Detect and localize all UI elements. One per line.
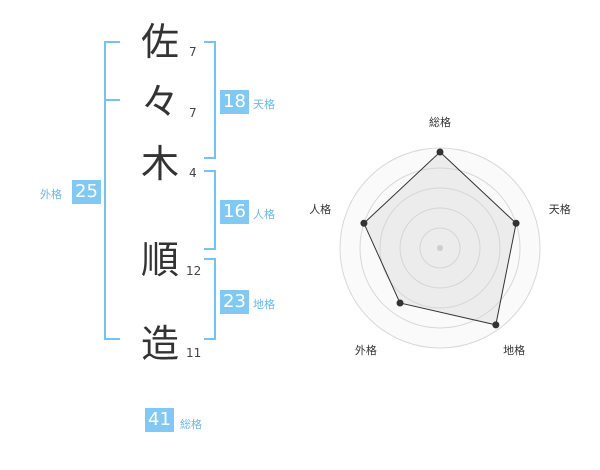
chikaku-label: 地格	[253, 298, 275, 311]
name-char-5: 造	[140, 322, 179, 366]
name-char-4: 順	[140, 238, 179, 282]
name-char-2: 々	[140, 80, 179, 124]
radar-series-polygon	[363, 151, 517, 326]
stroke-count-1: 7	[189, 45, 197, 59]
stroke-count-3: 4	[189, 166, 197, 180]
chikaku-value: 23	[220, 290, 249, 314]
soukaku-value: 41	[145, 408, 174, 432]
jinkaku-label: 人格	[253, 208, 275, 221]
radar-point-2	[512, 219, 520, 227]
radar-point-5	[360, 219, 368, 227]
radar-axis-label-1: 総格	[429, 115, 451, 129]
radar-point-4	[396, 299, 404, 307]
stroke-count-5: 11	[186, 346, 202, 360]
radar-axis-label-2: 天格	[549, 202, 571, 216]
radar-grid-ring-2	[379, 187, 501, 309]
radar-point-1	[436, 148, 444, 156]
radar-axis-label-3: 地格	[503, 343, 525, 357]
name-char-3: 木	[140, 142, 179, 186]
radar-grid	[339, 147, 541, 349]
stroke-count-2: 7	[189, 106, 197, 120]
gaikaku-bracket-tick-1	[104, 99, 120, 101]
radar-center	[437, 245, 443, 251]
chikaku-bracket	[204, 258, 216, 340]
radar-grid-ring-1	[359, 167, 521, 329]
jinkaku-value: 16	[220, 200, 249, 224]
soukaku-label: 総格	[180, 418, 202, 431]
radar-data	[360, 148, 520, 329]
radar-axis-label-5: 人格	[309, 202, 331, 216]
radar-axis-label-4: 外格	[355, 343, 377, 357]
name-char-1: 佐	[140, 20, 179, 64]
radar-grid-ring-3	[399, 207, 481, 289]
tenkaku-label: 天格	[253, 98, 275, 111]
tenkaku-value: 18	[220, 90, 249, 114]
gaikaku-label: 外格	[40, 188, 62, 201]
radar-point-3	[492, 321, 500, 329]
stroke-count-4: 12	[186, 264, 202, 278]
gaikaku-value: 25	[72, 180, 101, 204]
radar-chart: 総格天格地格 外格 人格	[300, 110, 590, 390]
jinkaku-bracket	[204, 170, 216, 250]
radar-grid-ring-4	[419, 227, 461, 269]
gaikaku-bracket	[104, 41, 120, 340]
tenkaku-bracket	[204, 41, 216, 159]
